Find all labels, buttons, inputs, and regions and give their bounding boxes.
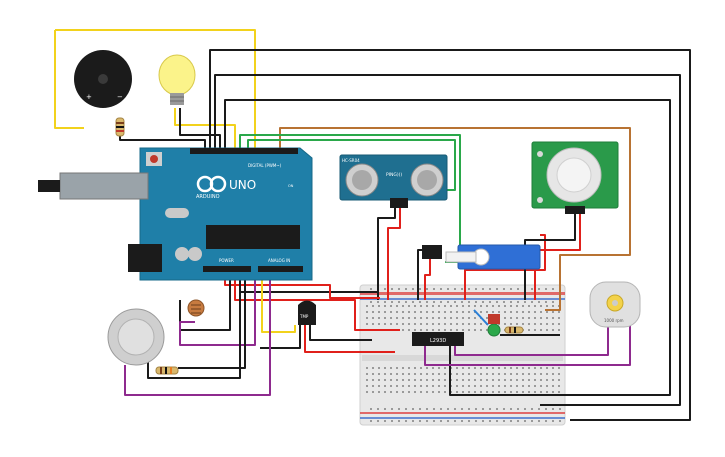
usb-port bbox=[59, 172, 149, 200]
analog-pins-label: ANALOG IN bbox=[268, 258, 290, 263]
wire-blue-led bbox=[473, 309, 489, 326]
wire-purple-ldr bbox=[179, 270, 256, 346]
resistor-gas[interactable] bbox=[155, 366, 179, 375]
wire-black-bulb bbox=[179, 108, 221, 148]
arduino-logo-icon bbox=[196, 175, 227, 193]
wires bbox=[54, 29, 691, 421]
motor-speed-label: 1000 rpm bbox=[604, 318, 624, 323]
wire-black-gas-2 bbox=[178, 270, 246, 369]
wire-black-pir bbox=[524, 210, 576, 300]
wire-red-5v bbox=[234, 270, 400, 331]
dc-motor[interactable]: 1000 rpm bbox=[589, 281, 641, 328]
wire-black-3 bbox=[224, 99, 671, 396]
piezo-buzzer[interactable]: + − bbox=[74, 50, 132, 108]
wire-red-servo bbox=[424, 258, 431, 300]
wire-yellow-top bbox=[55, 29, 256, 148]
atmega-chip bbox=[206, 225, 300, 249]
wire-purple-gas bbox=[124, 270, 271, 396]
arduino-uno-board[interactable]: UNO ARDUINO DIGITAL (PWM~) POWER ANALOG … bbox=[38, 147, 313, 281]
tmp-sensor-label: TMP bbox=[299, 314, 309, 319]
wire-black-us bbox=[377, 208, 396, 300]
wire-black-gas-3 bbox=[147, 270, 241, 379]
resistor-led[interactable] bbox=[504, 326, 524, 334]
wire-red-pir bbox=[534, 210, 581, 300]
wire-black-outer bbox=[209, 49, 691, 421]
wire-red-tmp bbox=[304, 325, 395, 353]
board-model-label: UNO bbox=[229, 178, 256, 192]
pir-motion-sensor[interactable] bbox=[531, 141, 619, 214]
on-led-label: ON bbox=[288, 184, 294, 188]
photoresistor[interactable] bbox=[187, 299, 205, 317]
ultrasonic-ping-label: PING))) bbox=[386, 172, 402, 178]
gas-sensor[interactable] bbox=[107, 308, 165, 366]
motor-driver-chip[interactable]: L293D bbox=[412, 332, 464, 346]
power-jack bbox=[128, 244, 162, 272]
wire-black-tmp bbox=[309, 325, 372, 341]
resistor-buzzer[interactable] bbox=[115, 117, 125, 137]
servo-motor[interactable] bbox=[422, 244, 541, 270]
digital-header bbox=[190, 148, 298, 154]
wire-black-gas bbox=[179, 270, 231, 331]
board-brand-label: ARDUINO bbox=[196, 194, 220, 200]
light-bulb[interactable] bbox=[158, 54, 196, 105]
wire-yellow-bulb bbox=[174, 108, 236, 148]
ultrasonic-model-label: HC-SR04 bbox=[342, 158, 360, 163]
led-component[interactable] bbox=[487, 314, 501, 337]
svg-text:+: + bbox=[86, 93, 92, 101]
wire-yellow-tmp bbox=[261, 270, 296, 333]
wire-brown-pir bbox=[279, 127, 631, 311]
power-header bbox=[203, 266, 251, 272]
wire-black-tmp-2 bbox=[260, 325, 301, 349]
digital-pins-label: DIGITAL (PWM~) bbox=[248, 163, 282, 168]
analog-header bbox=[258, 266, 303, 272]
wire-purple-motor-1 bbox=[454, 325, 609, 356]
ultrasonic-sensor[interactable]: HC-SR04 PING))) bbox=[339, 154, 448, 208]
power-pins-label: POWER bbox=[219, 258, 234, 263]
driver-chip-label: L293D bbox=[430, 338, 446, 344]
wire-purple-motor-2 bbox=[424, 325, 631, 366]
temperature-sensor[interactable]: TMP bbox=[298, 300, 316, 326]
wire-red-us bbox=[387, 208, 401, 300]
svg-text:−: − bbox=[117, 93, 123, 101]
wire-yellow-buzzer bbox=[54, 30, 84, 129]
wire-red-servo-2 bbox=[464, 234, 546, 300]
wire-black-2 bbox=[214, 74, 681, 406]
